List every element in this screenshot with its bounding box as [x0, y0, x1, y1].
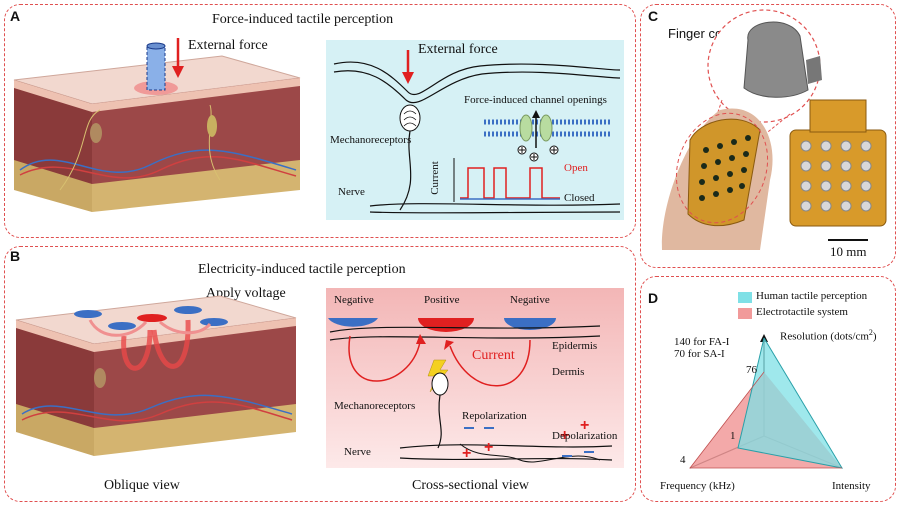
cross-force-label: External force	[418, 42, 498, 57]
negative-left-label: Negative	[334, 294, 374, 306]
resolution-axis-label: Resolution (dots/cm2)	[780, 328, 877, 343]
membrane-lipid-bilayer	[484, 110, 612, 162]
legend-electro-swatch	[738, 308, 752, 319]
panel-b-frame	[4, 246, 636, 502]
panel-b-title: Electricity-induced tactile perception	[198, 262, 406, 277]
mechanoreceptors-label-b: Mechanoreceptors	[334, 400, 416, 412]
tick-4: 4	[680, 454, 686, 466]
panel-a-frame	[4, 4, 636, 238]
svg-text:+: +	[580, 417, 589, 434]
panel-b-label: B	[10, 248, 21, 264]
repolarization-label: Repolarization	[462, 410, 527, 422]
closed-label: Closed	[564, 192, 595, 204]
panel-c-label: C	[648, 8, 659, 24]
sa-note: 70 for SA-I	[674, 348, 725, 360]
current-label: Current	[472, 348, 515, 363]
depolarization-label: Depolarization	[552, 430, 618, 442]
dermis-label: Dermis	[552, 366, 585, 378]
panel-a-label: A	[10, 8, 21, 24]
finger-cot-label: Finger cot	[668, 26, 726, 41]
panel-d-label: D	[648, 290, 659, 306]
human-area	[738, 338, 842, 468]
channel-openings-label: Force-induced channel openings	[464, 94, 607, 106]
mechanoreceptors-label-a: Mechanoreceptors	[330, 134, 412, 146]
panel-a-title: Force-induced tactile perception	[212, 12, 394, 27]
svg-text:+: +	[462, 445, 471, 462]
panel-c-frame	[640, 4, 896, 268]
cross-view-label: Cross-sectional view	[412, 478, 530, 493]
tick-1: 1	[730, 430, 736, 442]
frequency-axis-label: Frequency (kHz)	[660, 480, 735, 492]
nerve-label-a: Nerve	[338, 186, 365, 198]
skin-force-label: External force	[188, 38, 268, 53]
fa-note: 140 for FA-I	[674, 336, 730, 348]
positive-label: Positive	[424, 294, 460, 306]
oblique-view-label: Oblique view	[104, 478, 180, 493]
legend-human-label: Human tactile perception	[756, 290, 868, 302]
panel-d-frame	[640, 276, 896, 502]
svg-text:+: +	[560, 427, 569, 444]
open-label: Open	[564, 162, 588, 174]
negative-right-label: Negative	[510, 294, 550, 306]
tick-76: 76	[746, 364, 757, 376]
scale-bar-label: 10 mm	[830, 244, 867, 259]
epidermis-label: Epidermis	[552, 340, 598, 352]
nerve-label-b: Nerve	[344, 446, 371, 458]
svg-text:+: +	[484, 439, 493, 456]
intensity-axis-label: Intensity	[832, 480, 871, 492]
legend-human-swatch	[738, 292, 752, 303]
legend-electro-label: Electrotactile system	[756, 306, 848, 318]
